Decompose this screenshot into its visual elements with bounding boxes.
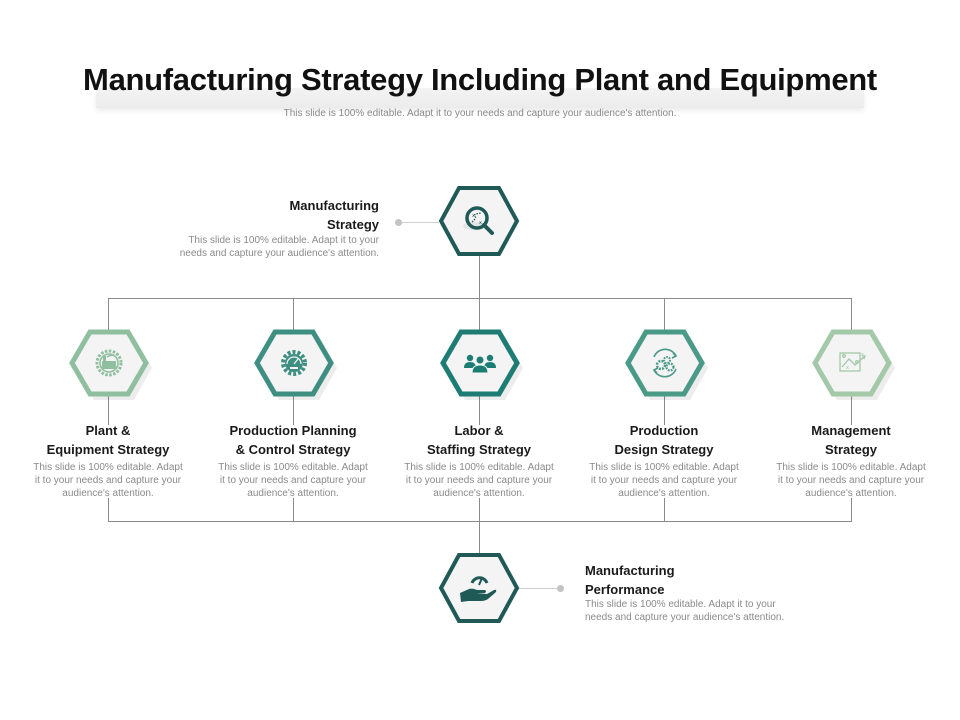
- connector-desc-5: [851, 498, 852, 522]
- svg-text:x: x: [861, 352, 864, 358]
- connector-line-bottom: [519, 588, 559, 589]
- connector-dot-bottom: [557, 585, 564, 592]
- desc-plant-equipment: This slide is 100% editable. Adapt it to…: [33, 462, 183, 499]
- label-manufacturing-strategy: Manufacturing Strategy: [289, 198, 379, 232]
- desc-manufacturing-strategy: This slide is 100% editable. Adapt it to…: [179, 235, 379, 259]
- label-production-design: Production Design Strategy: [614, 423, 714, 457]
- hand-gauge-icon: [460, 576, 497, 602]
- connector-drop-5: [851, 298, 852, 331]
- connector-drop-4: [664, 298, 665, 331]
- page-subtitle: This slide is 100% editable. Adapt it to…: [283, 108, 677, 119]
- hexagon-labor-staffing: [440, 329, 523, 400]
- hexagon-production-design: [625, 329, 708, 400]
- factory-gear-icon: [95, 349, 123, 377]
- connector-top-vertical: [479, 255, 480, 299]
- gear-gauge-icon: [281, 350, 307, 376]
- gears-cycle-icon: [652, 348, 678, 378]
- magnifier-strategy-icon: x x: [463, 206, 494, 235]
- svg-text:x: x: [846, 365, 849, 371]
- desc-production-design: This slide is 100% editable. Adapt it to…: [589, 462, 739, 499]
- hexagon-management: x x: [812, 329, 895, 400]
- label-labor-staffing: Labor & Staffing Strategy: [426, 423, 531, 457]
- label-production-planning: Production Planning & Control Strategy: [229, 423, 357, 457]
- connector-drop-2: [293, 298, 294, 331]
- label-management: Management Strategy: [811, 423, 891, 457]
- hexagon-plant-equipment: [69, 329, 152, 400]
- page-title: Manufacturing Strategy Including Plant a…: [83, 62, 877, 97]
- connector-drop-1: [108, 298, 109, 331]
- connector-bottom-vertical: [479, 521, 480, 555]
- connector-drop-3: [479, 298, 480, 331]
- connector-line-top: [402, 222, 440, 223]
- connector-dot-top: [395, 219, 402, 226]
- connector-rise-5: [851, 395, 852, 425]
- desc-labor-staffing: This slide is 100% editable. Adapt it to…: [404, 462, 554, 499]
- hexagon-manufacturing-strategy: x x: [438, 186, 520, 256]
- strategy-board-icon: x x: [839, 352, 866, 372]
- connector-top-horizontal: [108, 298, 852, 299]
- connector-rise-2: [293, 395, 294, 425]
- connector-bottom-horizontal: [108, 521, 852, 522]
- connector-desc-4: [664, 498, 665, 522]
- desc-manufacturing-performance: This slide is 100% editable. Adapt it to…: [585, 599, 785, 623]
- hexagon-production-planning: [254, 329, 337, 400]
- title-underline-band: [96, 88, 864, 108]
- connector-rise-3: [479, 395, 480, 425]
- hexagon-manufacturing-performance: [438, 553, 520, 623]
- svg-text:x: x: [472, 213, 475, 219]
- desc-production-planning: This slide is 100% editable. Adapt it to…: [218, 462, 368, 499]
- connector-desc-2: [293, 498, 294, 522]
- connector-desc-1: [108, 498, 109, 522]
- connector-rise-4: [664, 395, 665, 425]
- desc-management: This slide is 100% editable. Adapt it to…: [776, 462, 926, 499]
- team-icon: [464, 354, 496, 374]
- label-plant-equipment: Plant & Equipment Strategy: [46, 423, 170, 457]
- connector-desc-3: [479, 498, 480, 522]
- connector-rise-1: [108, 395, 109, 425]
- svg-text:x: x: [479, 220, 482, 226]
- label-manufacturing-performance: Manufacturing Performance: [585, 563, 675, 597]
